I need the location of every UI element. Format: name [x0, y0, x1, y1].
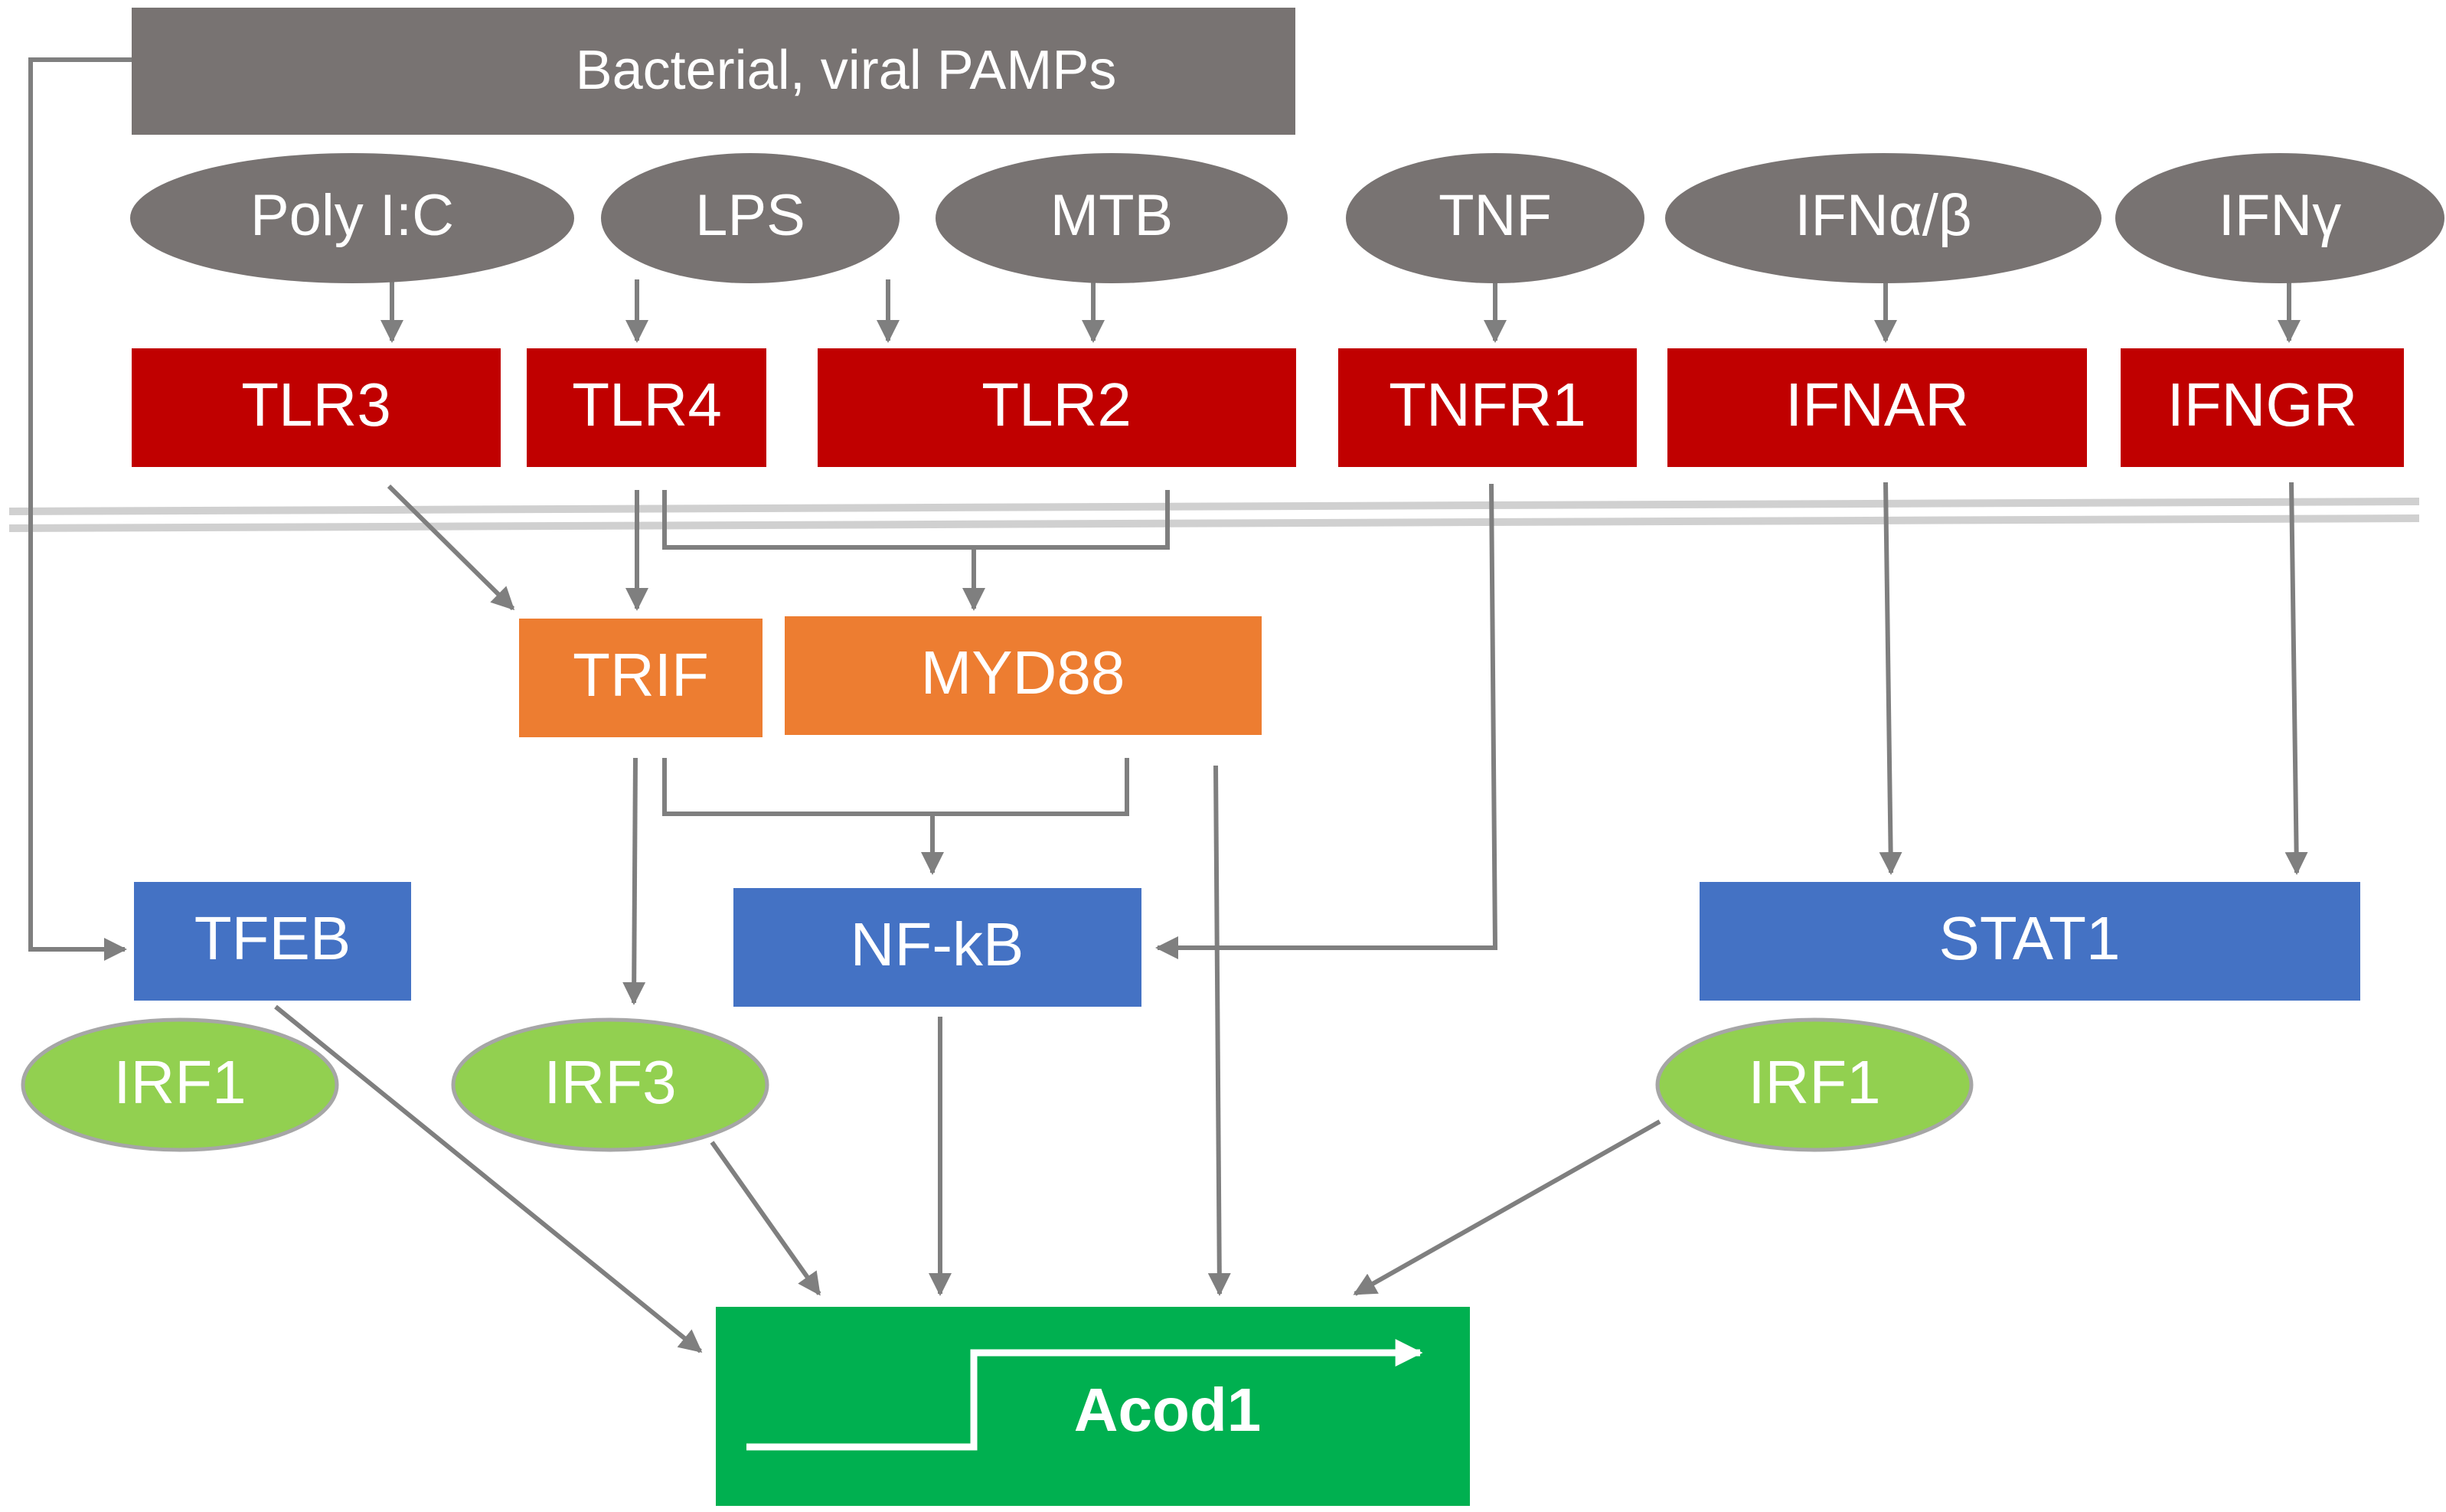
arrow-myd88-to-acod1	[1207, 765, 1231, 1296]
tf-irf1-right	[1655, 1017, 1974, 1152]
arrow-irf3-to-acod1	[710, 1141, 821, 1296]
receptor-tlr3	[132, 348, 501, 467]
tf-irf1-right-label: IRF1	[1748, 1048, 1880, 1116]
ligand-ifng: IFNγ	[2115, 153, 2444, 283]
bracket-tlr4-tlr2	[662, 490, 1170, 550]
transcription-factors: TFEB NF-kB STAT1 IRF1 IRF3 IRF1	[21, 882, 2360, 1152]
receptor-tlr2	[818, 348, 1296, 467]
tf-stat1	[1700, 882, 2360, 1001]
tf-tfeb-label: TFEB	[194, 904, 351, 972]
arrow-tfeb-to-acod1	[274, 1004, 703, 1354]
ligand-polyic: Poly I:C	[130, 153, 574, 283]
adaptors: TRIF MYD88	[519, 616, 1262, 737]
ligand-mtb: MTB	[936, 153, 1288, 283]
ligand-lps: LPS	[601, 153, 900, 283]
arrow-trif-to-irf3	[622, 757, 646, 1005]
ligand-lps-label: LPS	[695, 183, 805, 248]
gene-acod1: Acod1	[716, 1307, 1470, 1506]
adaptor-trif-label: TRIF	[573, 641, 709, 709]
tf-nfkb	[733, 888, 1141, 1007]
bracket-trif-myd88	[662, 758, 1129, 816]
ligand-ifng-label: IFNγ	[2219, 183, 2341, 248]
arrow-irf1-to-acod1	[1353, 1119, 1661, 1296]
receptor-ifngr-label: IFNGR	[2167, 371, 2358, 439]
ligand-mtb-label: MTB	[1050, 183, 1173, 248]
receptor-tnfr1	[1338, 348, 1637, 467]
receptor-tlr4	[527, 348, 766, 467]
adaptor-trif	[519, 619, 763, 737]
arrow-ifnar-to-stat1	[1879, 482, 1902, 875]
receptor-tlr3-label: TLR3	[241, 371, 391, 439]
receptor-ifnar-label: IFNAR	[1785, 371, 1969, 439]
arrow-pamps-to-tfeb	[28, 57, 132, 961]
tf-irf3-label: IRF3	[544, 1048, 676, 1116]
tf-irf1-left	[21, 1017, 339, 1152]
tf-nfkb-label: NF-kB	[851, 910, 1024, 978]
receptor-ifngr	[2121, 348, 2404, 467]
tf-irf1-left-label: IRF1	[113, 1048, 246, 1116]
ligand-tnf: TNF	[1346, 153, 1644, 283]
receptor-ifnar	[1667, 348, 2087, 467]
ligands: Poly I:C LPS MTB TNF IFNα/β IFNγ	[130, 153, 2444, 283]
tf-stat1-label: STAT1	[1938, 904, 2120, 972]
arrow-ifngr-to-stat1	[2284, 482, 2308, 875]
receptors: TLR3 TLR4 TLR2 TNFR1 IFNAR IFNGR	[132, 348, 2404, 467]
ligand-tnf-label: TNF	[1439, 183, 1552, 248]
receptor-tlr4-label: TLR4	[572, 371, 722, 439]
gene-acod1-label: Acod1	[1074, 1376, 1262, 1444]
transcription-start-arrow	[746, 1339, 1423, 1451]
arrow-tlr3-to-trif	[387, 484, 515, 611]
adaptor-myd88	[785, 616, 1262, 735]
receptor-tlr2-label: TLR2	[981, 371, 1132, 439]
pamps-header: Bacterial, viral PAMPs	[132, 8, 1295, 135]
receptor-tnfr1-label: TNFR1	[1389, 371, 1586, 439]
ligand-ifnab: IFNα/β	[1665, 153, 2101, 283]
tf-irf3	[451, 1017, 769, 1152]
cell-membrane	[8, 498, 2420, 532]
arrows	[28, 57, 2308, 1354]
adaptor-myd88-label: MYD88	[921, 638, 1125, 707]
pamps-label: Bacterial, viral PAMPs	[576, 40, 1117, 101]
ligand-polyic-label: Poly I:C	[250, 183, 454, 248]
ligand-ifnab-label: IFNα/β	[1794, 183, 1971, 248]
tf-tfeb	[134, 882, 411, 1001]
arrow-tnfr1-to-nfkb	[1155, 483, 1498, 959]
